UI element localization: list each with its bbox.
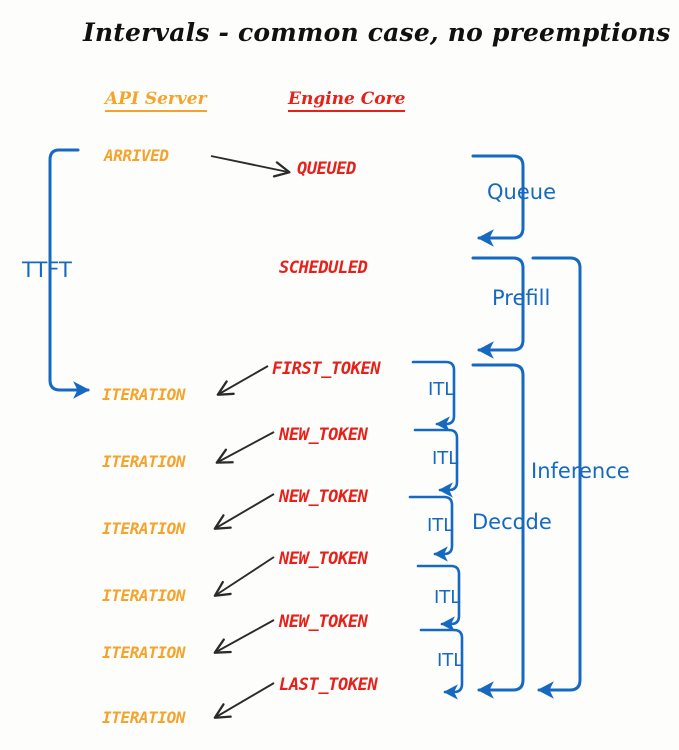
interval-bracket-itl-1 bbox=[411, 360, 456, 432]
column-header-api-server: API Server bbox=[105, 89, 207, 112]
state-scheduled: SCHEDULED bbox=[279, 258, 368, 278]
interval-label-itl-4: ITL bbox=[434, 587, 461, 608]
state-new-token-1: NEW_TOKEN bbox=[279, 425, 368, 445]
transition-arrow-first-token-to-iteration bbox=[216, 365, 269, 396]
interval-label-ttft: TTFT bbox=[22, 258, 72, 282]
transition-arrow-new-token-3-to-iteration bbox=[213, 556, 275, 597]
interval-bracket-queue bbox=[471, 154, 525, 247]
interval-bracket-ttft bbox=[48, 148, 90, 399]
interval-label-itl-3: ITL bbox=[427, 515, 454, 536]
transition-arrow-new-token-2-to-iteration bbox=[213, 493, 275, 530]
state-last-token: LAST_TOKEN bbox=[279, 675, 378, 695]
state-iteration-4: ITERATION bbox=[102, 586, 186, 605]
state-iteration-1: ITERATION bbox=[102, 385, 186, 404]
interval-bracket-prefill bbox=[471, 256, 525, 359]
transition-arrow-new-token-4-to-iteration bbox=[213, 619, 275, 654]
interval-label-queue: Queue bbox=[487, 180, 556, 204]
state-queued: QUEUED bbox=[297, 159, 357, 179]
transition-arrow-new-token-1-to-iteration bbox=[215, 431, 275, 464]
state-iteration-6: ITERATION bbox=[102, 708, 186, 727]
interval-bracket-itl-3 bbox=[408, 495, 454, 562]
transition-arrow-last-token-to-iteration bbox=[213, 682, 275, 719]
state-iteration-3: ITERATION bbox=[102, 519, 186, 538]
interval-label-decode: Decode bbox=[472, 510, 552, 534]
interval-label-itl-5: ITL bbox=[437, 650, 464, 671]
interval-bracket-itl-5 bbox=[419, 628, 464, 700]
state-iteration-2: ITERATION bbox=[102, 452, 186, 471]
state-new-token-3: NEW_TOKEN bbox=[279, 549, 368, 569]
state-new-token-2: NEW_TOKEN bbox=[279, 487, 368, 507]
state-arrived: ARRIVED bbox=[104, 146, 169, 165]
state-first-token: FIRST_TOKEN bbox=[272, 359, 381, 379]
interval-label-itl-2: ITL bbox=[432, 448, 459, 469]
interval-bracket-inference bbox=[531, 256, 582, 699]
interval-bracket-itl-4 bbox=[416, 564, 461, 632]
state-new-token-4: NEW_TOKEN bbox=[279, 612, 368, 632]
interval-label-itl-1: ITL bbox=[428, 379, 455, 400]
diagram-title: Intervals - common case, no preemptions bbox=[83, 18, 671, 47]
state-iteration-5: ITERATION bbox=[102, 643, 186, 662]
interval-label-prefill: Prefill bbox=[492, 286, 551, 310]
interval-bracket-itl-2 bbox=[413, 428, 459, 498]
interval-label-inference: Inference bbox=[531, 459, 630, 483]
transition-arrow-arrived-to-queued bbox=[210, 155, 291, 178]
interval-bracket-decode bbox=[471, 363, 525, 699]
column-header-engine-core: Engine Core bbox=[288, 89, 406, 112]
